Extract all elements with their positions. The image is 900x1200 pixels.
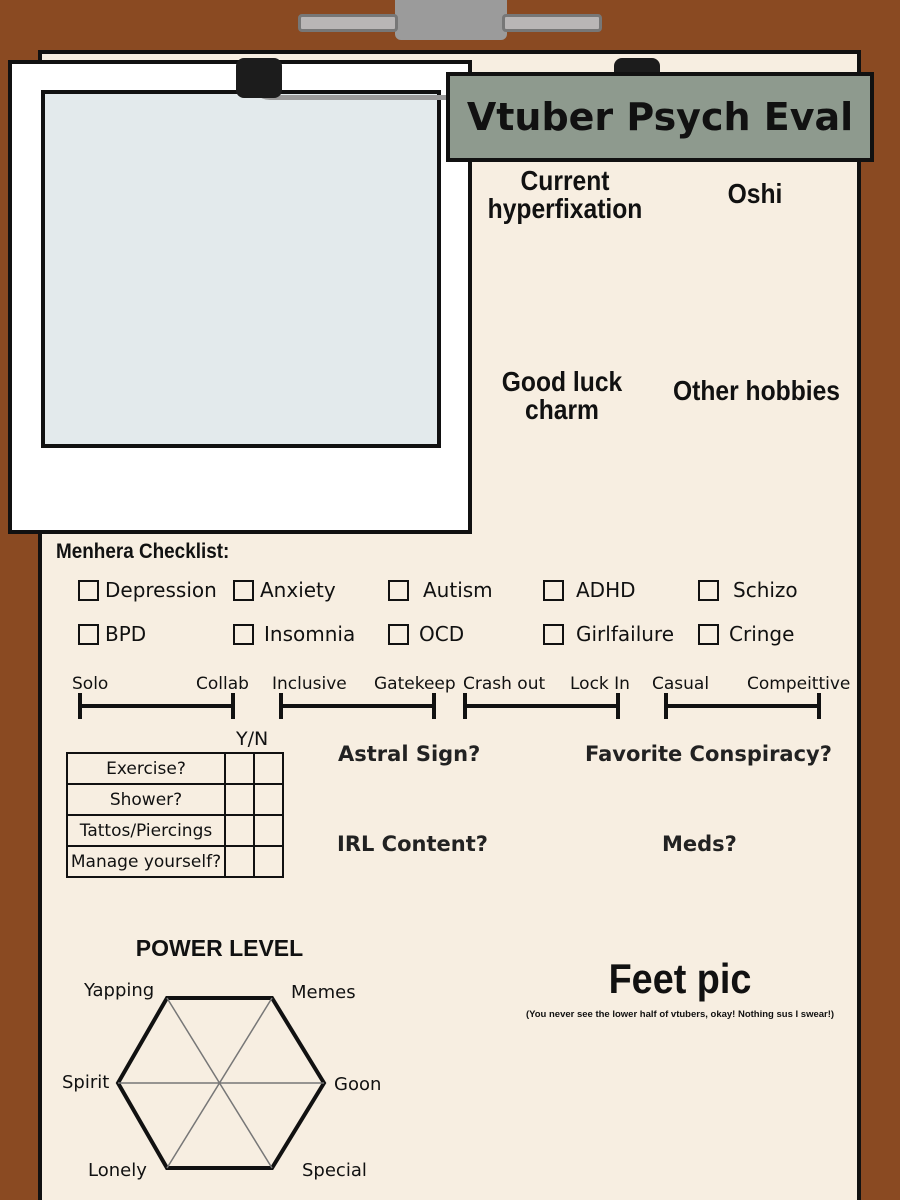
scale-solo-label: Solo [72, 674, 109, 694]
checkbox-label: Anxiety [260, 578, 336, 602]
table-row: Manage yourself? [66, 845, 284, 878]
checkbox-depression[interactable]: Depression [78, 578, 217, 602]
yn-question: Manage yourself? [66, 845, 226, 878]
scale-lockin-label: Lock In [570, 674, 630, 694]
axis-memes-label: Memes [291, 982, 356, 1003]
feet-pic-heading: Feet pic [608, 955, 752, 1002]
yn-table: Exercise? Shower? Tattos/Piercings Manag… [66, 752, 284, 878]
checkbox-label: OCD [419, 622, 465, 646]
checkbox-label: Autism [423, 578, 493, 602]
yn-header: Y/N [236, 728, 269, 750]
photo-drop-area[interactable] [41, 90, 441, 448]
checkbox-autism[interactable]: Autism [388, 578, 493, 602]
oshi-label: Oshi [727, 178, 783, 209]
checkbox-ocd[interactable]: OCD [388, 622, 464, 646]
scale-inclusive-gatekeep[interactable] [279, 693, 436, 719]
checkbox-anxiety[interactable]: Anxiety [233, 578, 336, 602]
checkbox-icon[interactable] [233, 623, 254, 645]
yn-cell-yes[interactable] [224, 814, 255, 847]
checkbox-icon[interactable] [78, 579, 99, 601]
yn-cell-yes[interactable] [224, 752, 255, 785]
table-row: Tattos/Piercings [66, 814, 284, 847]
yn-cell-yes[interactable] [224, 845, 255, 878]
checkbox-label: Girlfailure [576, 622, 675, 646]
scale-collab-label: Collab [196, 674, 249, 694]
feet-pic-note: (You never see the lower half of vtubers… [525, 1009, 835, 1020]
checkbox-icon[interactable] [388, 579, 409, 601]
astral-sign-label: Astral Sign? [338, 742, 481, 766]
yn-cell-yes[interactable] [224, 783, 255, 816]
checkbox-girlfailure[interactable]: Girlfailure [543, 622, 674, 646]
favorite-conspiracy-label: Favorite Conspiracy? [585, 742, 832, 766]
meds-label: Meds? [662, 832, 737, 856]
checkbox-adhd[interactable]: ADHD [543, 578, 636, 602]
scale-casual-label: Casual [652, 674, 710, 694]
axis-special-label: Special [302, 1160, 367, 1181]
checkbox-label: Insomnia [264, 622, 356, 646]
yn-cell-no[interactable] [253, 752, 284, 785]
axis-spirit-label: Spirit [62, 1072, 110, 1093]
checkbox-insomnia[interactable]: Insomnia [233, 622, 355, 646]
yn-question: Exercise? [66, 752, 226, 785]
good-luck-charm-label: Good luck charm [501, 366, 623, 425]
checkbox-label: Depression [105, 578, 217, 602]
power-level-heading: POWER LEVEL [135, 935, 304, 961]
table-row: Shower? [66, 783, 284, 816]
checkbox-icon[interactable] [543, 579, 564, 601]
checkbox-schizo[interactable]: Schizo [698, 578, 798, 602]
checkbox-bpd[interactable]: BPD [78, 622, 146, 646]
axis-lonely-label: Lonely [88, 1160, 147, 1181]
yn-cell-no[interactable] [253, 814, 284, 847]
checkbox-icon[interactable] [78, 623, 99, 645]
checkbox-icon[interactable] [233, 579, 254, 601]
clip-foot-left [236, 58, 282, 98]
checkbox-icon[interactable] [698, 623, 719, 645]
title-banner: Vtuber Psych Eval [446, 72, 874, 162]
checkbox-label: Cringe [729, 622, 795, 646]
menhera-checklist-heading: Menhera Checklist: [56, 540, 230, 563]
checkbox-icon[interactable] [388, 623, 409, 645]
scale-crashout-lockin[interactable] [463, 693, 620, 719]
axis-goon-label: Goon [334, 1074, 382, 1095]
page-title: Vtuber Psych Eval [466, 95, 854, 139]
other-hobbies-label: Other hobbies [672, 375, 841, 406]
checkbox-icon[interactable] [543, 623, 564, 645]
checkbox-label: ADHD [576, 578, 636, 602]
checkbox-label: Schizo [733, 578, 798, 602]
table-row: Exercise? [66, 752, 284, 785]
clip-arm-left [298, 14, 398, 32]
checkbox-label: BPD [105, 622, 147, 646]
scale-gatekeep-label: Gatekeep [374, 674, 456, 694]
clip-arm-right [502, 14, 602, 32]
yn-cell-no[interactable] [253, 845, 284, 878]
clipboard-clip-icon [395, 0, 507, 40]
checkbox-icon[interactable] [698, 579, 719, 601]
scale-casual-competitive[interactable] [664, 693, 821, 719]
scale-solo-collab[interactable] [78, 693, 235, 719]
yn-cell-no[interactable] [253, 783, 284, 816]
irl-content-label: IRL Content? [337, 832, 488, 856]
yn-question: Shower? [66, 783, 226, 816]
axis-yapping-label: Yapping [84, 980, 155, 1001]
scale-inclusive-label: Inclusive [272, 674, 347, 694]
yn-question: Tattos/Piercings [66, 814, 226, 847]
power-level-hexagon[interactable] [110, 990, 330, 1180]
scale-competitive-label: Compeittive [747, 674, 851, 694]
current-hyperfixation-label: Current hyperfixation [487, 165, 643, 224]
scale-crashout-label: Crash out [463, 674, 546, 694]
checkbox-cringe[interactable]: Cringe [698, 622, 794, 646]
